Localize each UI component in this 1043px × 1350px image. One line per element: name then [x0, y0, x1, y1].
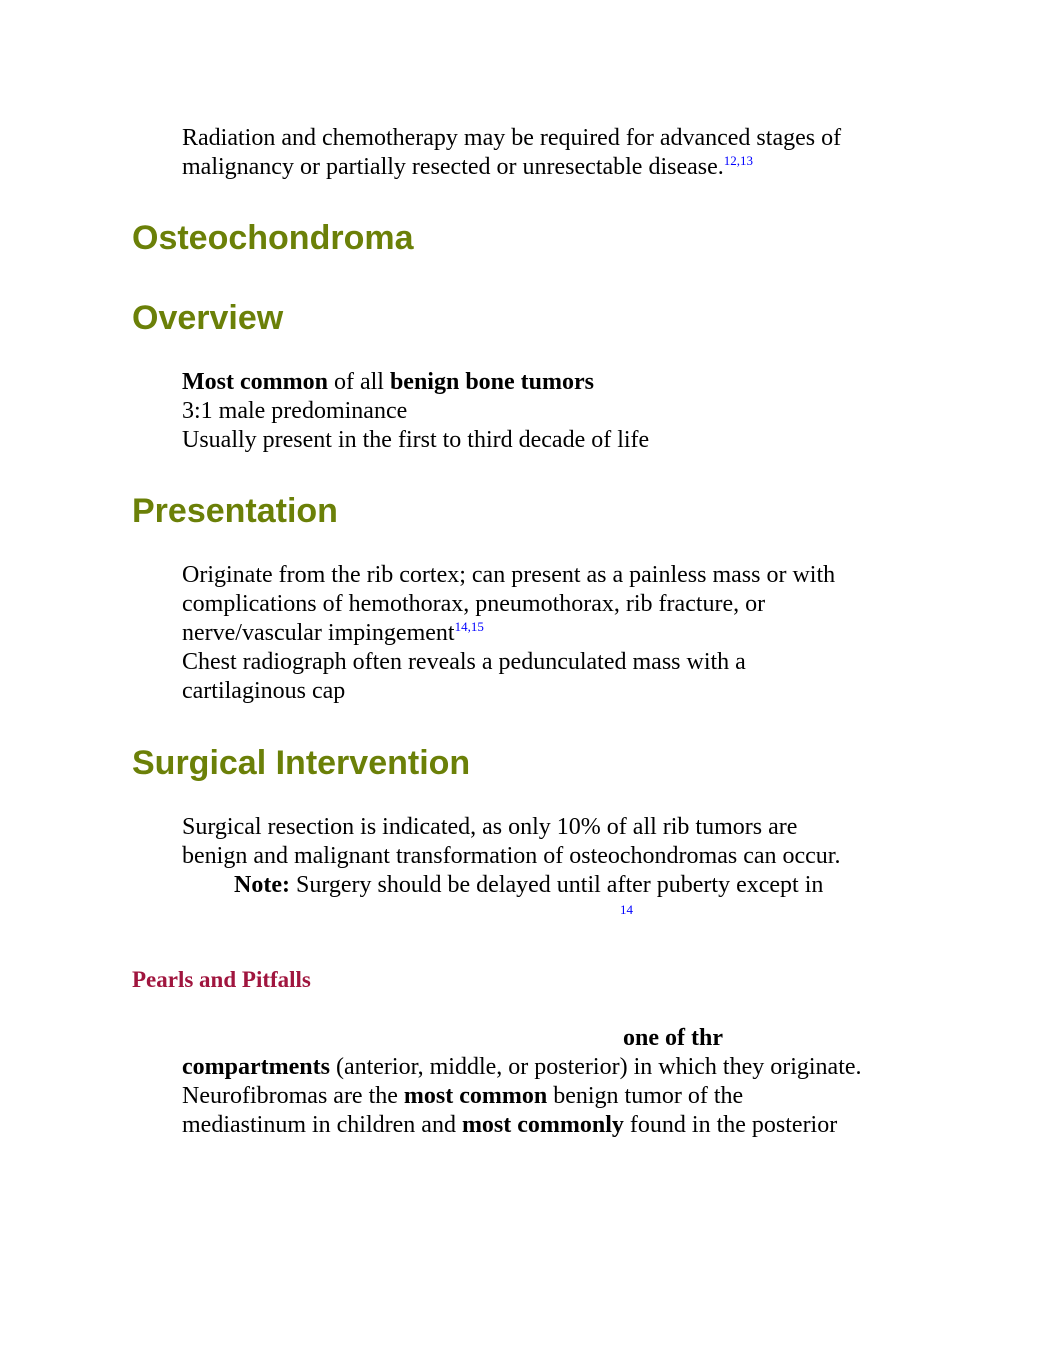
bold-text: compartments	[182, 1054, 330, 1080]
presentation-heading: Presentation	[132, 492, 338, 530]
text: Neurofibromas are the	[182, 1083, 404, 1109]
surgical-paragraph: Surgical resection is indicated, as only…	[182, 813, 942, 900]
citation-link[interactable]: 12,13	[723, 153, 754, 168]
pearls-line-3: Neurofibromas are the most common benign…	[182, 1082, 942, 1111]
pearls-paragraph: one of thr compartments (anterior, middl…	[182, 1024, 942, 1140]
intro-line-1: Radiation and chemotherapy may be requir…	[182, 125, 842, 151]
surgical-note: Note: Surgery should be delayed until af…	[182, 871, 942, 900]
surgical-line-1: Surgical resection is indicated, as only…	[182, 814, 798, 840]
surgical-heading: Surgical Intervention	[132, 744, 471, 782]
note-label: Note:	[234, 872, 290, 898]
note-text: Surgery should be delayed until after pu…	[289, 872, 824, 898]
presentation-line-4: Chest radiograph often reveals a peduncu…	[182, 649, 746, 675]
pearls-heading: Pearls and Pitfalls	[132, 967, 311, 992]
text: of all	[327, 369, 390, 395]
intro-line-2-text: malignancy or partially resected or unre…	[182, 154, 724, 180]
citation-link[interactable]: 14	[620, 902, 633, 917]
presentation-line-5: cartilaginous cap	[182, 678, 346, 704]
overview-item-2: 3:1 male predominance	[182, 398, 408, 424]
text: mediastinum in children and	[182, 1112, 462, 1138]
text: nerve/vascular impingement	[182, 620, 455, 646]
presentation-line-3: nerve/vascular impingement14,15	[182, 619, 942, 648]
section-title: Osteochondroma	[132, 219, 414, 257]
overview-list: Most common of all benign bone tumors 3:…	[182, 368, 942, 455]
text: (anterior, middle, or posterior) in whic…	[329, 1054, 862, 1080]
bold-text: most commonly	[461, 1112, 624, 1138]
intro-paragraph: Radiation and chemotherapy may be requir…	[182, 124, 942, 182]
intro-line-2: malignancy or partially resected or unre…	[182, 153, 942, 182]
pearls-line-1: one of thr	[182, 1024, 942, 1053]
overview-item-3: Usually present in the first to third de…	[182, 427, 650, 453]
text: benign tumor of the	[547, 1083, 744, 1109]
presentation-line-2: complications of hemothorax, pneumothora…	[182, 591, 766, 617]
surgical-line-2: benign and malignant transformation of o…	[182, 843, 841, 869]
text: found in the posterior	[623, 1112, 838, 1138]
pearls-line-2: compartments (anterior, middle, or poste…	[182, 1053, 942, 1082]
bold-text: most common	[403, 1083, 548, 1109]
bold-text: benign bone tumors	[389, 369, 594, 395]
citation-link[interactable]: 14,15	[454, 619, 484, 634]
pearls-line-4: mediastinum in children and most commonl…	[182, 1111, 942, 1140]
bold-text: one of thr	[623, 1025, 723, 1051]
presentation-line-1: Originate from the rib cortex; can prese…	[182, 562, 836, 588]
presentation-list: Originate from the rib cortex; can prese…	[182, 561, 942, 706]
bold-text: Most common	[182, 369, 328, 395]
overview-item-1: Most common of all benign bone tumors	[182, 368, 942, 397]
overview-heading: Overview	[132, 299, 284, 337]
